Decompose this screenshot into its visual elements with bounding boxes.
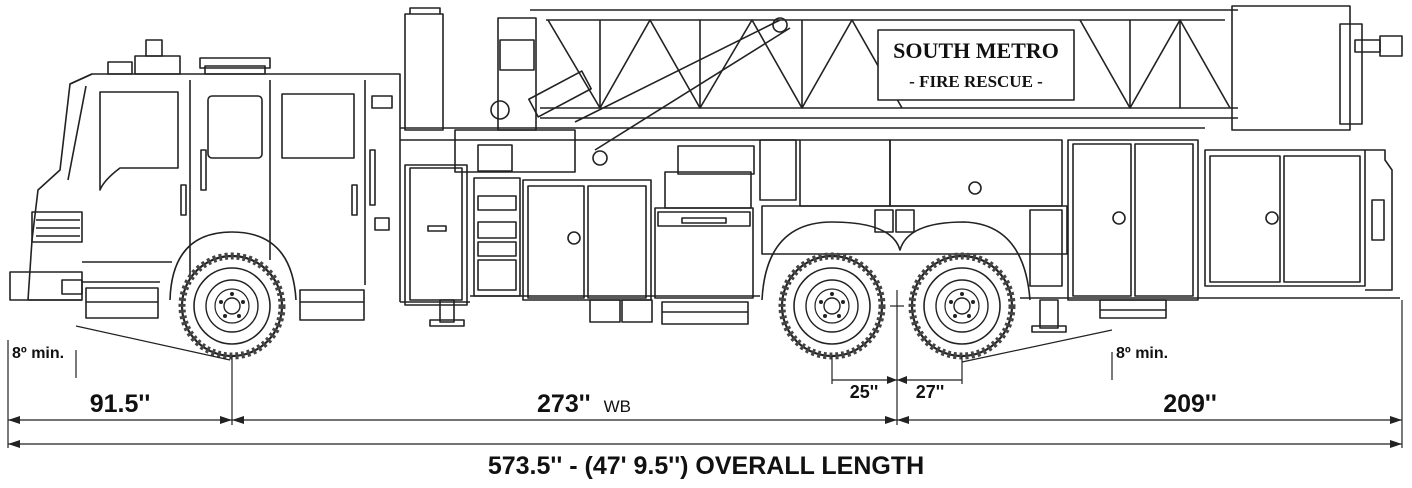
front-wheel (182, 256, 282, 356)
wheelbase-label: 273'' WB (537, 390, 631, 418)
rear-wheel-forward (782, 256, 882, 356)
sign-line-1: SOUTH METRO (893, 38, 1059, 63)
sign-line-2: - FIRE RESCUE - (909, 72, 1043, 91)
axle-front-offset-label: 25'' (850, 382, 879, 402)
wheelbase-suffix: WB (604, 397, 631, 416)
wheels (182, 256, 1012, 356)
rear-overhang-label: 209'' (1163, 390, 1217, 418)
rear-wheel-aft (912, 256, 1012, 356)
aerial-ladder (404, 5, 1403, 173)
front-overhang-label: 91.5'' (90, 390, 151, 418)
overall-length-label: 573.5'' - (47' 9.5'') OVERALL LENGTH (488, 452, 924, 480)
rear-angle-label: 8º min. (1116, 345, 1168, 362)
cab (9, 39, 401, 321)
wheelbase-value: 273'' (537, 390, 591, 418)
apparatus-body (400, 127, 1400, 333)
front-angle-label: 8º min. (12, 345, 64, 362)
dimension-arrows (8, 376, 1402, 448)
axle-rear-offset-label: 27'' (916, 382, 945, 402)
